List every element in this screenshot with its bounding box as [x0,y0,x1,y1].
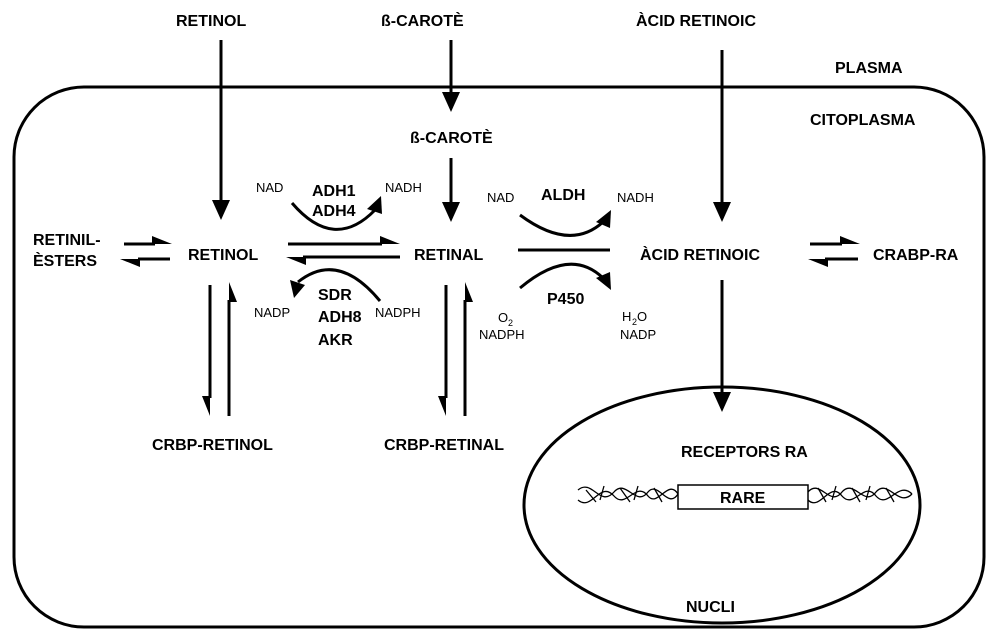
outside-retinol: RETINOL [176,13,246,30]
retinol-label: RETINOL [188,247,258,264]
esters-retinol-equilibrium-arrow [120,236,172,267]
retinyl-esters-label-1: RETINIL- [33,232,101,249]
carotene-to-retinal-arrow [442,158,460,222]
ra-crabp-equilibrium-arrow [808,236,860,267]
cofactor-h2o: H 2 O [622,309,647,327]
cofactor-nadph-sdr: NADPH [375,305,421,320]
svg-text:2: 2 [508,318,513,328]
plasma-label: PLASMA [835,60,903,77]
cyto-beta-carotene: ß-CAROTÈ [410,128,493,147]
crbp-retinol-label: CRBP-RETINOL [152,437,273,454]
retinal-crbp-equilibrium-arrow [438,282,473,416]
dna-helix-left [577,485,679,504]
cofactor-nadh-adh: NADH [385,180,422,195]
cofactor-nadph-p450: NADPH [479,327,525,342]
cofactor-nad-adh: NAD [256,180,283,195]
receptors-ra-label: RECEPTORS RA [681,444,808,461]
retinoic-acid-label: ÀCID RETINOIC [640,245,760,264]
enzyme-p450: P450 [547,291,584,308]
svg-text:O: O [498,310,508,325]
enzyme-adh1: ADH1 [312,183,356,200]
retinol-retinal-equilibrium-arrow [286,236,400,265]
retinal-label: RETINAL [414,247,484,264]
ra-to-nucleus-arrow [713,280,731,412]
enzyme-akr: AKR [318,332,353,349]
cofactor-nad-aldh: NAD [487,190,514,205]
sdr-cofactor-curve [290,268,382,302]
rare-label: RARE [720,490,766,507]
enzyme-adh8: ADH8 [318,309,362,326]
rare-element-box [677,484,809,510]
nucleus-label: NUCLI [686,599,735,616]
cell-membrane [12,85,986,629]
cofactor-o2: O 2 [498,310,513,328]
enzyme-aldh: ALDH [541,187,585,204]
aldh-p450-reaction-curves [518,210,611,290]
crabp-ra-label: CRABP-RA [873,247,959,264]
enzyme-adh4: ADH4 [312,203,356,220]
svg-text:O: O [637,309,647,324]
beta-carotene-entry-arrow [442,40,460,112]
svg-text:H: H [622,309,631,324]
cofactor-nadh-aldh: NADH [617,190,654,205]
cytoplasm-label: CITOPLASMA [810,112,916,129]
retinol-entry-arrow [212,40,230,220]
cofactor-nadp-sdr: NADP [254,305,290,320]
svg-text:2: 2 [632,317,637,327]
retinol-crbp-equilibrium-arrow [202,282,237,416]
adh-cofactor-curve [290,196,382,231]
outside-retinoic-acid: ÀCID RETINOIC [636,11,756,30]
crbp-retinal-label: CRBP-RETINAL [384,437,504,454]
retinoic-acid-entry-arrow [713,50,731,222]
enzyme-sdr: SDR [318,287,352,304]
retinyl-esters-label-2: ÈSTERS [33,251,97,270]
outside-beta-carotene: ß-CAROTÈ [381,11,464,30]
dna-helix-right [807,485,913,504]
cofactor-nadp-p450: NADP [620,327,656,342]
